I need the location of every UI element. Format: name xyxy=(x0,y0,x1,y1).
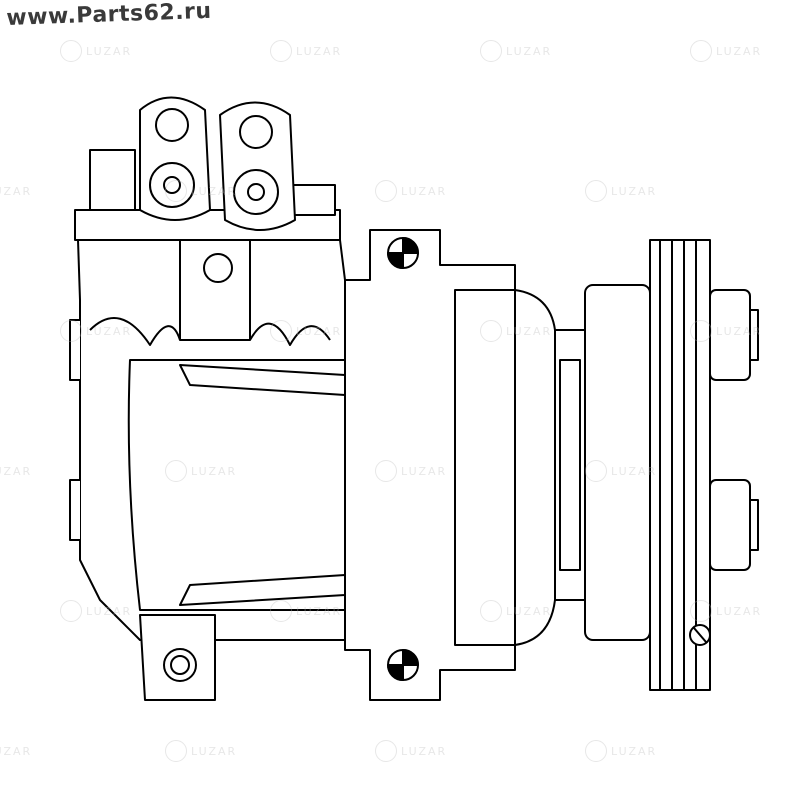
luzar-logo-icon xyxy=(585,740,607,762)
luzar-logo-icon xyxy=(690,40,712,62)
front-housing xyxy=(345,230,515,700)
luzar-logo-icon xyxy=(60,40,82,62)
luzar-watermark: LUZAR xyxy=(690,320,762,342)
luzar-watermark: LUZAR xyxy=(585,180,657,202)
luzar-watermark-text: LUZAR xyxy=(716,44,763,58)
luzar-watermark-text: LUZAR xyxy=(716,604,763,618)
luzar-watermark-text: LUZAR xyxy=(191,464,238,478)
luzar-watermark-text: LUZAR xyxy=(296,604,343,618)
luzar-watermark-text: LUZAR xyxy=(611,744,658,758)
housing-wave xyxy=(90,318,330,345)
luzar-watermark-text: LUZAR xyxy=(716,324,763,338)
luzar-logo-icon xyxy=(165,460,187,482)
luzar-watermark: LUZAR xyxy=(0,740,32,762)
luzar-watermark: LUZAR xyxy=(165,460,237,482)
luzar-logo-icon xyxy=(480,40,502,62)
luzar-watermark: LUZAR xyxy=(270,600,342,622)
luzar-watermark-text: LUZAR xyxy=(0,184,33,198)
luzar-watermark: LUZAR xyxy=(60,320,132,342)
luzar-logo-icon xyxy=(270,600,292,622)
luzar-watermark-text: LUZAR xyxy=(401,464,448,478)
luzar-watermark: LUZAR xyxy=(0,460,32,482)
luzar-logo-icon xyxy=(375,180,397,202)
luzar-watermark: LUZAR xyxy=(165,740,237,762)
luzar-logo-icon xyxy=(270,320,292,342)
luzar-logo-icon xyxy=(60,600,82,622)
luzar-watermark-text: LUZAR xyxy=(506,44,553,58)
luzar-watermark-text: LUZAR xyxy=(401,184,448,198)
luzar-watermark-text: LUZAR xyxy=(506,324,553,338)
luzar-watermark: LUZAR xyxy=(60,600,132,622)
port-right-top xyxy=(240,116,272,148)
luzar-watermark: LUZAR xyxy=(60,40,132,62)
luzar-logo-icon xyxy=(585,460,607,482)
luzar-watermark-text: LUZAR xyxy=(401,744,448,758)
luzar-logo-icon xyxy=(165,740,187,762)
main-cylinder xyxy=(129,360,345,610)
luzar-logo-icon xyxy=(585,180,607,202)
pulley-boss-bottom xyxy=(710,480,750,570)
front-cover xyxy=(515,290,555,645)
luzar-watermark: LUZAR xyxy=(375,740,447,762)
luzar-watermark: LUZAR xyxy=(480,40,552,62)
luzar-logo-icon xyxy=(690,320,712,342)
luzar-watermark: LUZAR xyxy=(585,740,657,762)
top-fitting-right-base xyxy=(290,185,335,215)
luzar-watermark-text: LUZAR xyxy=(86,604,133,618)
luzar-logo-icon xyxy=(375,460,397,482)
luzar-watermark: LUZAR xyxy=(585,460,657,482)
luzar-watermark: LUZAR xyxy=(270,40,342,62)
luzar-logo-icon xyxy=(480,320,502,342)
luzar-logo-icon xyxy=(690,600,712,622)
luzar-watermark: LUZAR xyxy=(375,460,447,482)
luzar-watermark-text: LUZAR xyxy=(0,464,33,478)
luzar-watermark: LUZAR xyxy=(375,180,447,202)
luzar-watermark-text: LUZAR xyxy=(86,44,133,58)
mount-hole-top xyxy=(204,254,232,282)
luzar-watermark-text: LUZAR xyxy=(611,464,658,478)
luzar-watermark-text: LUZAR xyxy=(0,744,33,758)
luzar-watermark-text: LUZAR xyxy=(191,184,238,198)
luzar-logo-icon xyxy=(480,600,502,622)
port-left-top xyxy=(156,109,188,141)
luzar-watermark: LUZAR xyxy=(165,180,237,202)
top-fitting-left-base xyxy=(90,150,135,210)
luzar-watermark-text: LUZAR xyxy=(296,44,343,58)
luzar-watermark: LUZAR xyxy=(690,40,762,62)
luzar-logo-icon xyxy=(165,180,187,202)
luzar-watermark-text: LUZAR xyxy=(296,324,343,338)
side-ribs xyxy=(70,320,80,540)
luzar-watermark: LUZAR xyxy=(0,180,32,202)
luzar-logo-icon xyxy=(375,740,397,762)
luzar-watermark: LUZAR xyxy=(480,320,552,342)
pulley-grooves xyxy=(660,240,696,690)
luzar-watermark-text: LUZAR xyxy=(506,604,553,618)
luzar-watermark: LUZAR xyxy=(690,600,762,622)
luzar-logo-icon xyxy=(270,40,292,62)
luzar-watermark: LUZAR xyxy=(270,320,342,342)
luzar-watermark-text: LUZAR xyxy=(86,324,133,338)
luzar-logo-icon xyxy=(60,320,82,342)
luzar-watermark: LUZAR xyxy=(480,600,552,622)
luzar-watermark-text: LUZAR xyxy=(611,184,658,198)
luzar-watermark-text: LUZAR xyxy=(191,744,238,758)
